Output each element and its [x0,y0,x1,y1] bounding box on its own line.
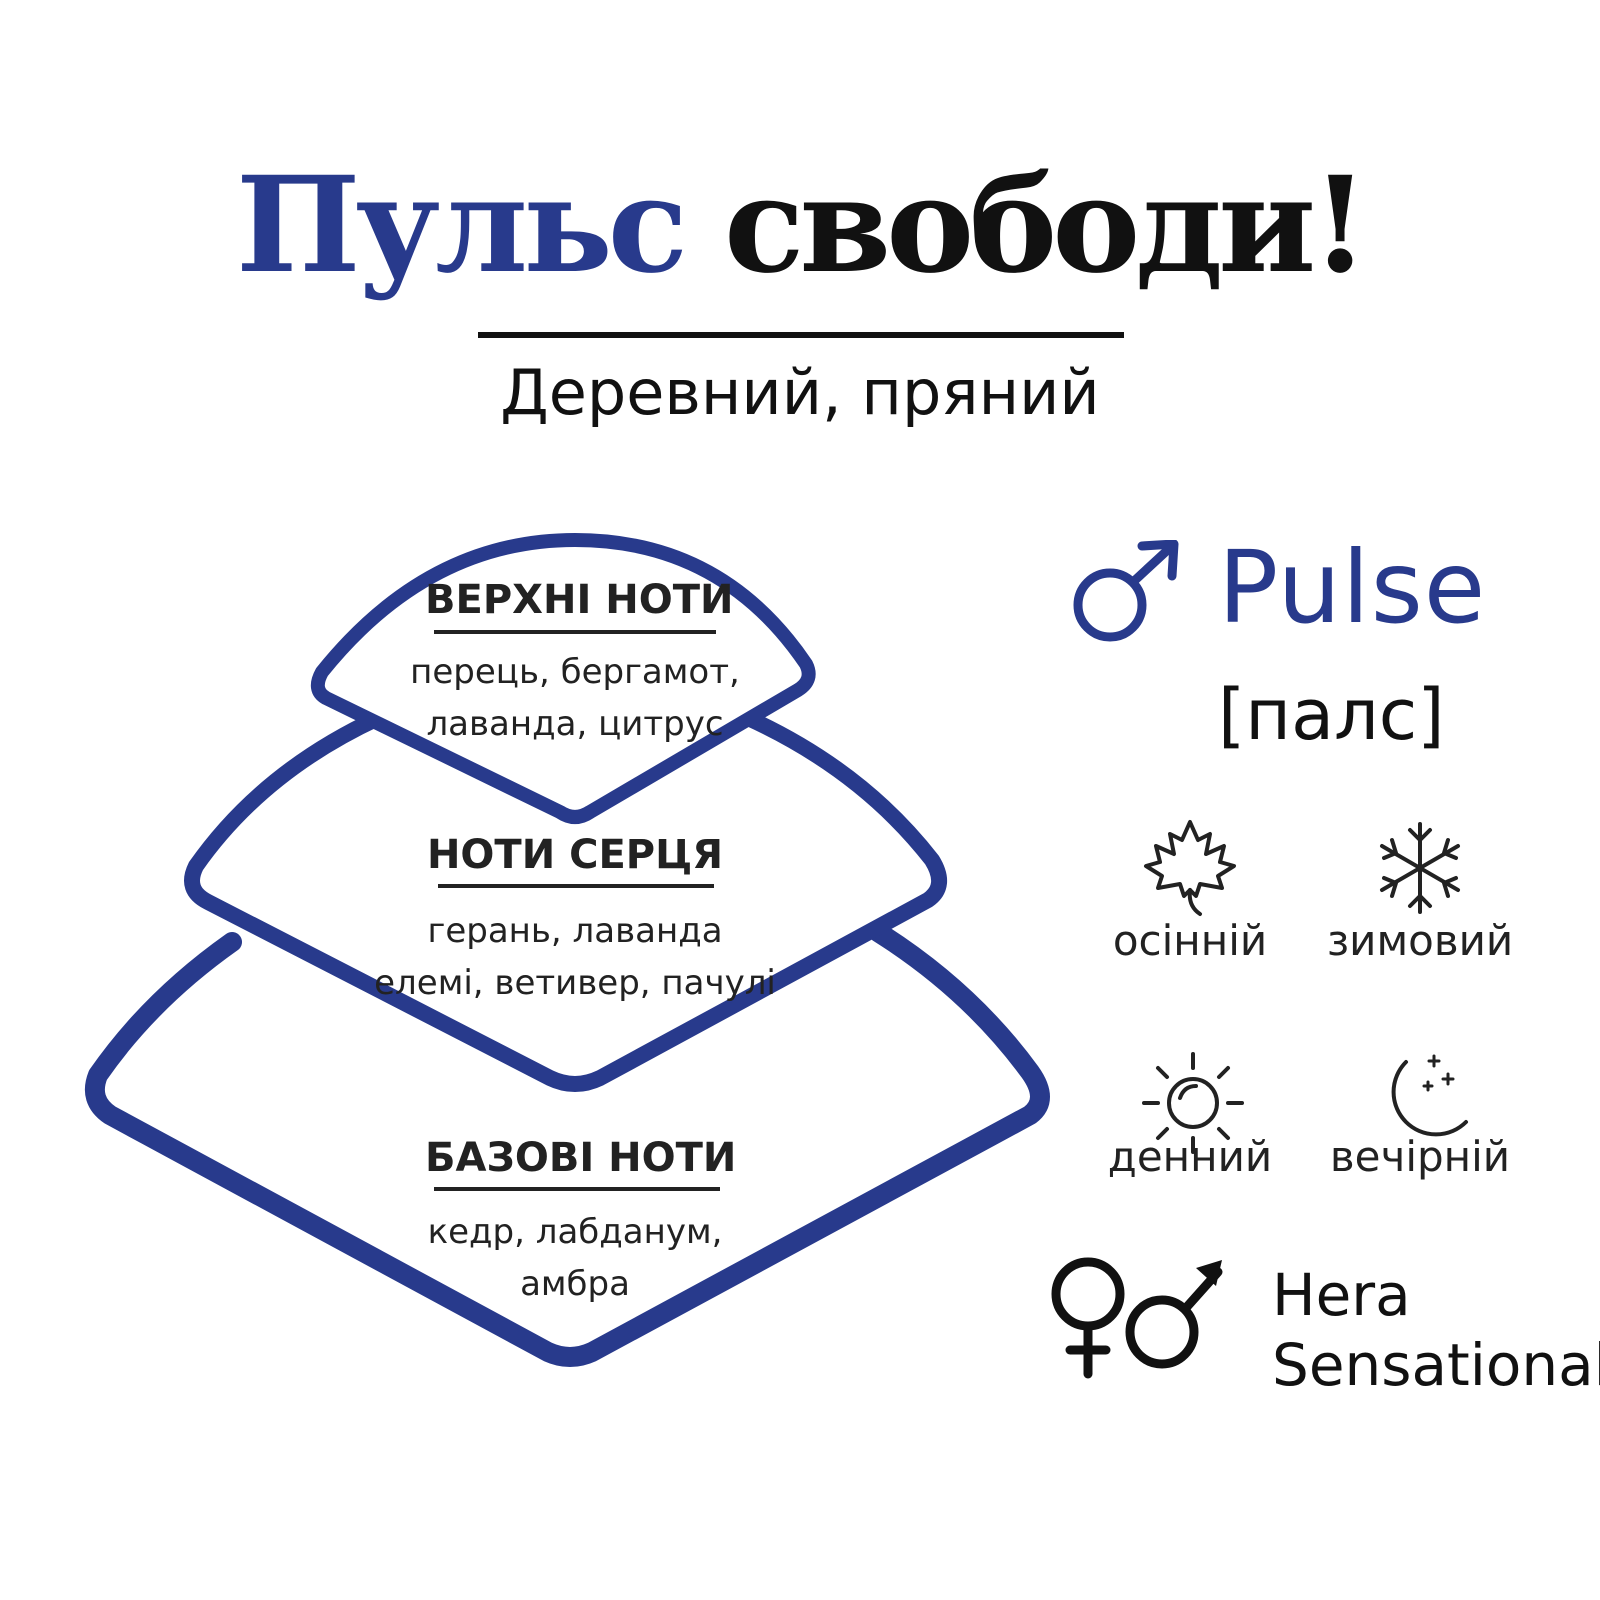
heart-notes-rule [438,884,714,888]
title-underline [478,332,1124,338]
base-notes-list: кедр, лабданум, амбра [375,1206,775,1310]
base-notes-line-2: амбра [520,1264,630,1304]
moon-stars-icon [1391,1054,1468,1137]
pyramid-tier-middle-outline [184,710,947,1092]
base-notes-line-1: кедр, лабданум, [427,1212,723,1252]
top-notes-heading: ВЕРХНІ НОТИ [425,577,734,623]
page-title: Пульс свободи! [0,160,1600,292]
top-notes-line-2: лаванда, цитрус [426,704,724,744]
title-word-pulse: Пульс [235,148,688,303]
badge-autumn-label: осінній [1112,916,1268,965]
product-name: Pulse [1218,529,1487,646]
base-notes-rule [434,1187,720,1191]
pyramid-tier-base-outline [85,922,1050,1367]
badge-day-label: денний [1107,1132,1273,1181]
heart-notes-heading: НОТИ СЕРЦЯ [426,832,724,878]
base-notes-heading: БАЗОВІ НОТИ [425,1135,737,1181]
snowflake-icon [1380,822,1460,914]
badge-winter-label: зимовий [1326,916,1514,965]
pyramid-tier-top-outline [310,533,816,824]
similar-fragrance-line-1: Hera [1272,1261,1411,1329]
title-word-freedom: свободи! [724,148,1369,303]
badge-evening-label: вечірній [1329,1132,1511,1181]
product-pronunciation: [палс] [1218,674,1445,756]
heart-notes-line-2: елемі, ветивер, пачулі [374,963,776,1003]
top-notes-rule [434,630,716,634]
female-male-symbols-icon [1051,1257,1223,1379]
heart-notes-line-1: герань, лаванда [427,911,723,951]
heart-notes-list: герань, лаванда елемі, ветивер, пачулі [335,905,815,1009]
similar-fragrance-line-2: Sensational [1272,1331,1600,1399]
top-notes-line-1: перець, бергамот, [410,652,740,692]
sun-icon [1142,1052,1244,1154]
subtitle: Деревний, пряний [500,356,1100,429]
maple-leaf-icon [1144,820,1236,916]
top-notes-list: перець, бергамот, лаванда, цитрус [375,646,775,750]
male-symbol-icon [1073,540,1179,642]
